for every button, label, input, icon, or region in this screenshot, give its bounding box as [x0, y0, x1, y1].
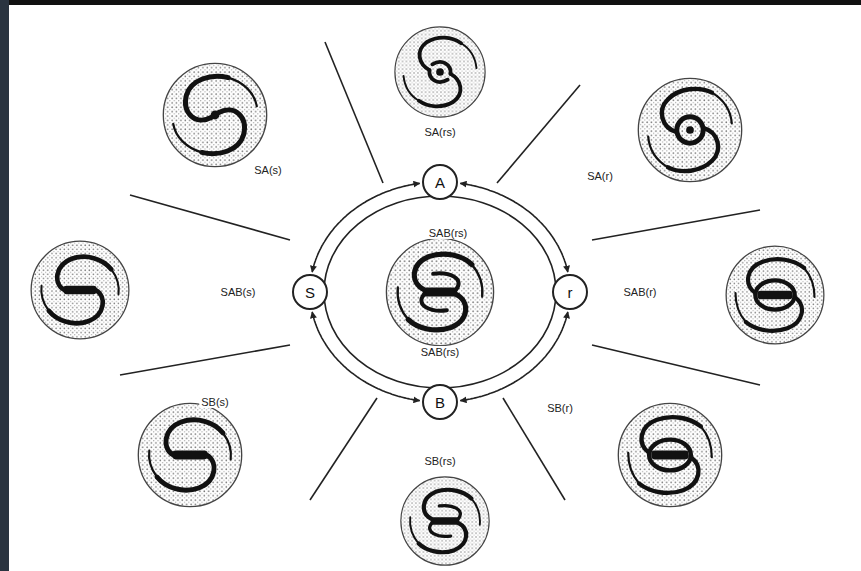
type-label: SAB(r) [622, 286, 659, 298]
type-label: SA(rs) [422, 126, 457, 138]
ring-arc [312, 312, 420, 401]
axis-letter: r [568, 285, 573, 300]
type-label: SAB(s) [219, 286, 258, 298]
galaxy-sb-r [618, 403, 721, 506]
sector-line [130, 195, 290, 240]
axis-letter: B [435, 395, 445, 410]
ring-arc [460, 183, 568, 272]
type-label: SAB(rs) [427, 227, 470, 239]
axis-circle: r [552, 274, 588, 310]
axis-letter: A [435, 175, 445, 190]
ring-arc [312, 183, 420, 272]
galaxy-sa-s [163, 63, 266, 166]
sector-line [120, 345, 290, 375]
galaxy-sa-r [638, 78, 741, 181]
type-label: SB(s) [199, 396, 231, 408]
galaxy-icons [31, 27, 824, 565]
galaxy-sb-s [138, 403, 241, 506]
sector-line [497, 85, 580, 183]
ring-arc [460, 312, 568, 401]
left-edge-bar [0, 0, 9, 571]
axis-circle: S [292, 274, 328, 310]
axis-circle: B [422, 384, 458, 420]
galaxy-sab-s [31, 241, 129, 339]
type-label: SB(r) [545, 402, 575, 414]
inner-ring [324, 196, 556, 388]
sector-line [592, 210, 760, 240]
sector-line [592, 345, 760, 385]
galaxy-sab-r [726, 246, 824, 344]
sector-line [310, 398, 377, 500]
galaxy-sb-rs [401, 477, 489, 565]
type-label: SA(r) [585, 170, 615, 182]
axis-circle: A [422, 164, 458, 200]
type-label: SAB(rs) [419, 346, 462, 358]
galaxy-sa-rs [395, 27, 485, 117]
sector-line [325, 42, 383, 183]
axis-letter: S [305, 285, 315, 300]
type-label: SB(rs) [422, 455, 457, 467]
type-label: SA(s) [252, 164, 284, 176]
galaxy-sab-rs [386, 238, 493, 345]
top-edge-bar [0, 0, 861, 5]
